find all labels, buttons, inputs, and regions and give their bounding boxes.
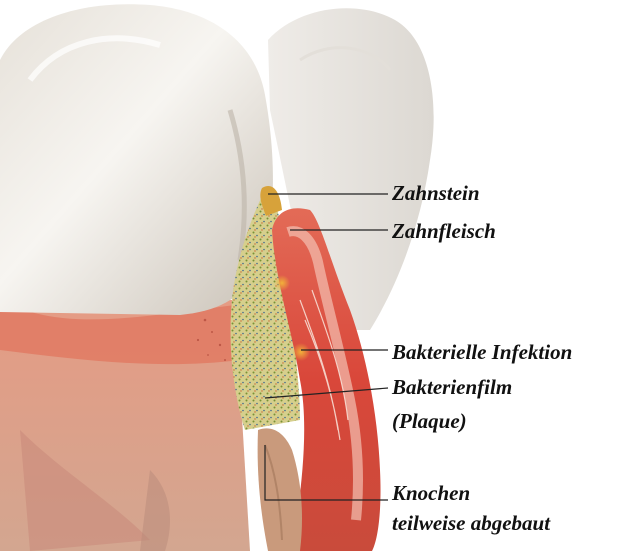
- label-knochen-detail: teilweise abgebaut: [392, 510, 550, 536]
- label-zahnfleisch: Zahnfleisch: [392, 218, 496, 244]
- label-zahnstein: Zahnstein: [392, 180, 480, 206]
- bone: [258, 428, 302, 551]
- label-plaque: (Plaque): [392, 408, 467, 434]
- label-knochen: Knochen: [392, 480, 470, 506]
- label-bakterienfilm: Bakterienfilm: [392, 374, 512, 400]
- tooth-crown: [0, 4, 273, 315]
- label-bakterielle-infektion: Bakterielle Infektion: [392, 339, 572, 365]
- infection-spot: [274, 275, 290, 291]
- infection-spot: [292, 343, 310, 361]
